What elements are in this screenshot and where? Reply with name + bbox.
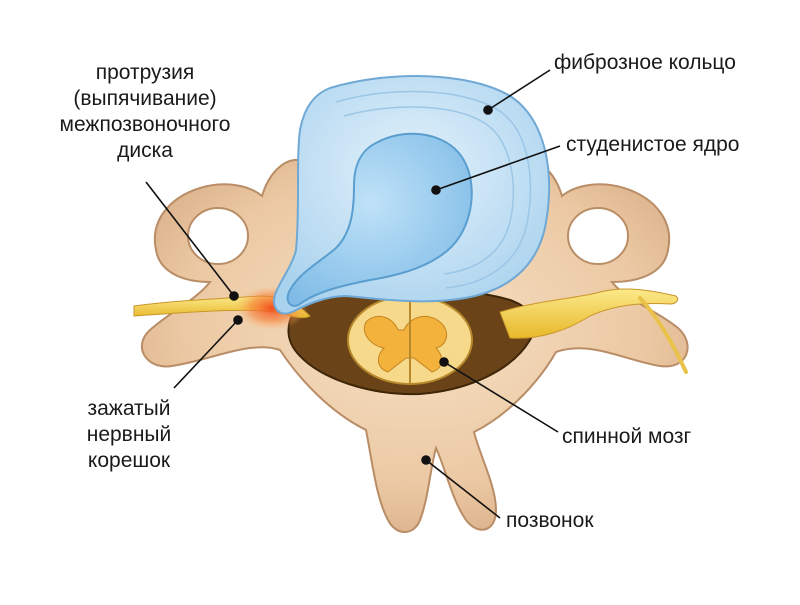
annulus-ring-2 <box>343 106 515 275</box>
leader-vertebra <box>425 459 501 519</box>
leader-lines <box>145 69 561 519</box>
label-protrusion-line-3: межпозвоночного <box>59 113 231 136</box>
right-transverse-foramen <box>567 207 629 265</box>
leader-spinal-cord <box>443 361 559 433</box>
label-annulus: фиброзное кольцо <box>554 51 736 74</box>
left-transverse-foramen <box>187 207 249 265</box>
dot-protrusion <box>229 291 239 301</box>
label-protrusion: протрузия (выпячивание) межпозвоночного … <box>40 60 250 164</box>
spinal-cord <box>347 295 473 385</box>
label-protrusion-line-2: (выпячивание) <box>73 87 217 110</box>
leader-nerve-root <box>173 319 239 389</box>
label-protrusion-line-4: диска <box>117 139 173 162</box>
label-spinal-cord: спинной мозг <box>562 425 692 448</box>
label-nerve-root-line-1: зажатый <box>87 397 171 420</box>
annulus-ring-1 <box>335 90 532 289</box>
right-nerve-branch <box>638 296 688 374</box>
label-nucleus: студенистое ядро <box>566 133 740 156</box>
dot-vertebra <box>421 455 431 465</box>
right-nerve <box>499 288 679 339</box>
label-nerve-root-line-2: нервный <box>86 423 172 446</box>
dot-nerve-root <box>233 315 243 325</box>
label-vertebra: позвонок <box>506 509 594 532</box>
leader-protrusion <box>145 181 235 297</box>
dot-annulus <box>483 105 493 115</box>
dot-spinal-cord <box>439 357 449 367</box>
nucleus-pulposus <box>286 132 473 307</box>
label-nerve-root: зажатый нервный корешок <box>54 396 204 474</box>
leader-annulus <box>487 69 551 111</box>
label-protrusion-line-1: протрузия <box>95 61 195 84</box>
nerve-roots <box>133 286 688 374</box>
dot-nucleus <box>431 185 441 195</box>
grey-matter <box>364 315 448 373</box>
leader-nucleus <box>435 145 561 191</box>
label-nerve-root-line-3: корешок <box>87 449 171 472</box>
intervertebral-disc <box>273 75 551 315</box>
